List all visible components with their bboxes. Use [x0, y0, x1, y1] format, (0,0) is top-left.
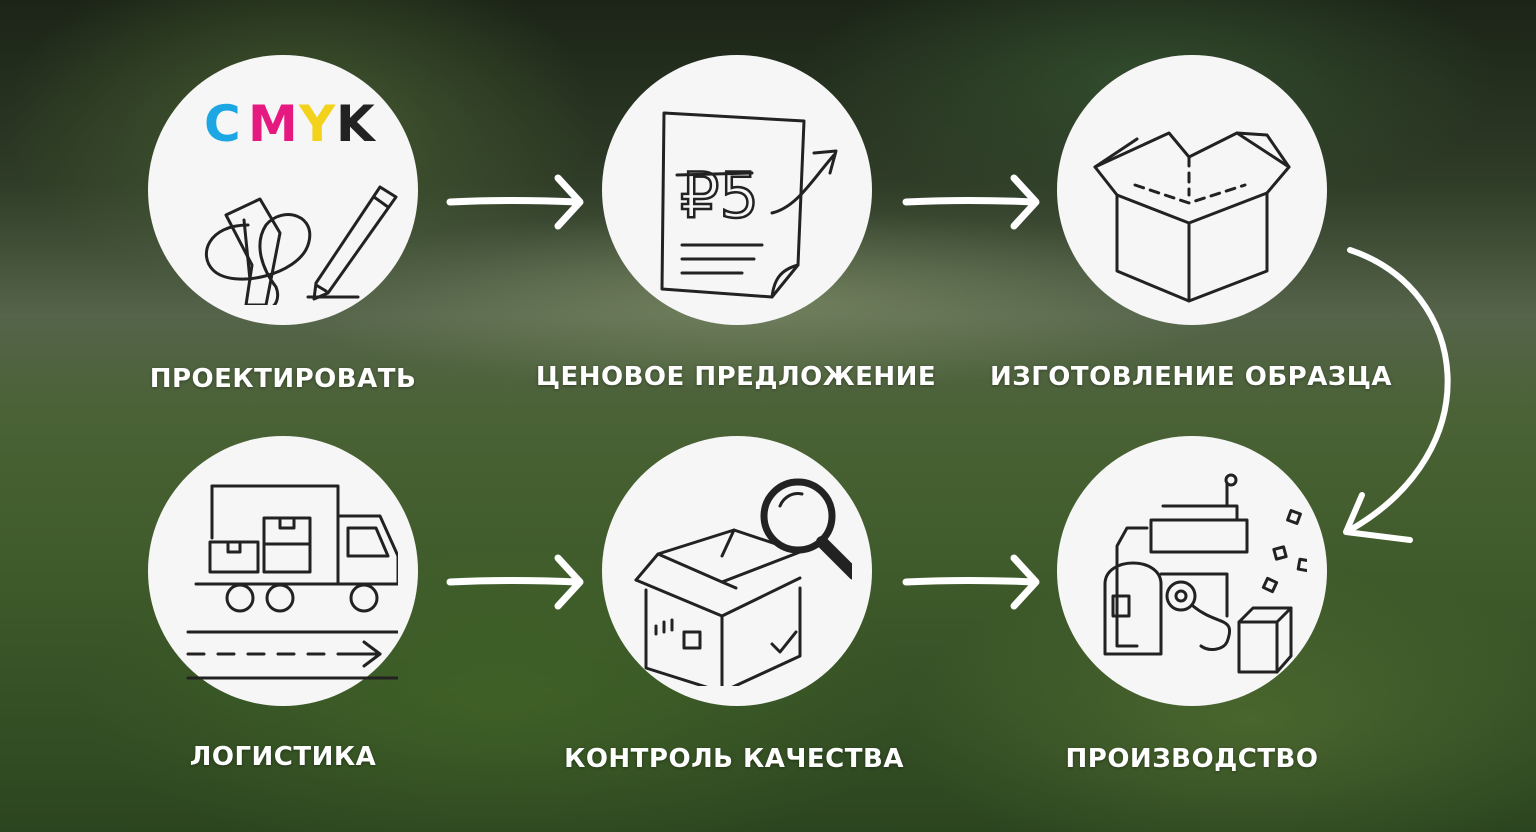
arrow-quote-to-sample [902, 174, 1040, 230]
cmyk-letter-m: M [248, 95, 298, 153]
arrow-sample-to-production [1343, 247, 1451, 543]
label-sample: ИЗГОТОВЛЕНИЕ ОБРАЗЦА [989, 362, 1393, 392]
box-magnifier-icon [634, 478, 852, 686]
step-production-circle [1057, 436, 1327, 706]
label-design: ПРОЕКТИРОВАТЬ [149, 364, 417, 394]
price-document-icon: ₽5 [660, 111, 838, 299]
step-sample-circle [1057, 55, 1327, 325]
cmyk-letter-y: Y [298, 95, 336, 153]
arrow-quality-to-production [902, 554, 1040, 610]
cmyk-letter-c: C [204, 95, 241, 153]
arrow-logistics-to-quality [446, 554, 584, 610]
cmyk-letter-k: K [336, 95, 377, 153]
open-box-icon [1093, 131, 1291, 303]
label-logistics: ЛОГИСТИКА [189, 742, 377, 772]
step-design-circle: C M Y K [148, 55, 418, 325]
label-quality: КОНТРОЛЬ КАЧЕСТВА [564, 744, 904, 774]
price-text: ₽5 [680, 159, 759, 232]
arrow-design-to-quote [446, 174, 584, 230]
label-production: ПРОИЗВОДСТВО [1065, 744, 1319, 774]
step-quote-circle: ₽5 [602, 55, 872, 325]
step-logistics-circle [148, 436, 418, 706]
label-quote: ЦЕНОВОЕ ПРЕДЛОЖЕНИЕ [535, 362, 937, 392]
step-quality-circle [602, 436, 872, 706]
design-pencil-icon: C M Y K [204, 95, 398, 305]
delivery-truck-icon [186, 484, 398, 680]
production-machine-icon [1103, 473, 1307, 674]
